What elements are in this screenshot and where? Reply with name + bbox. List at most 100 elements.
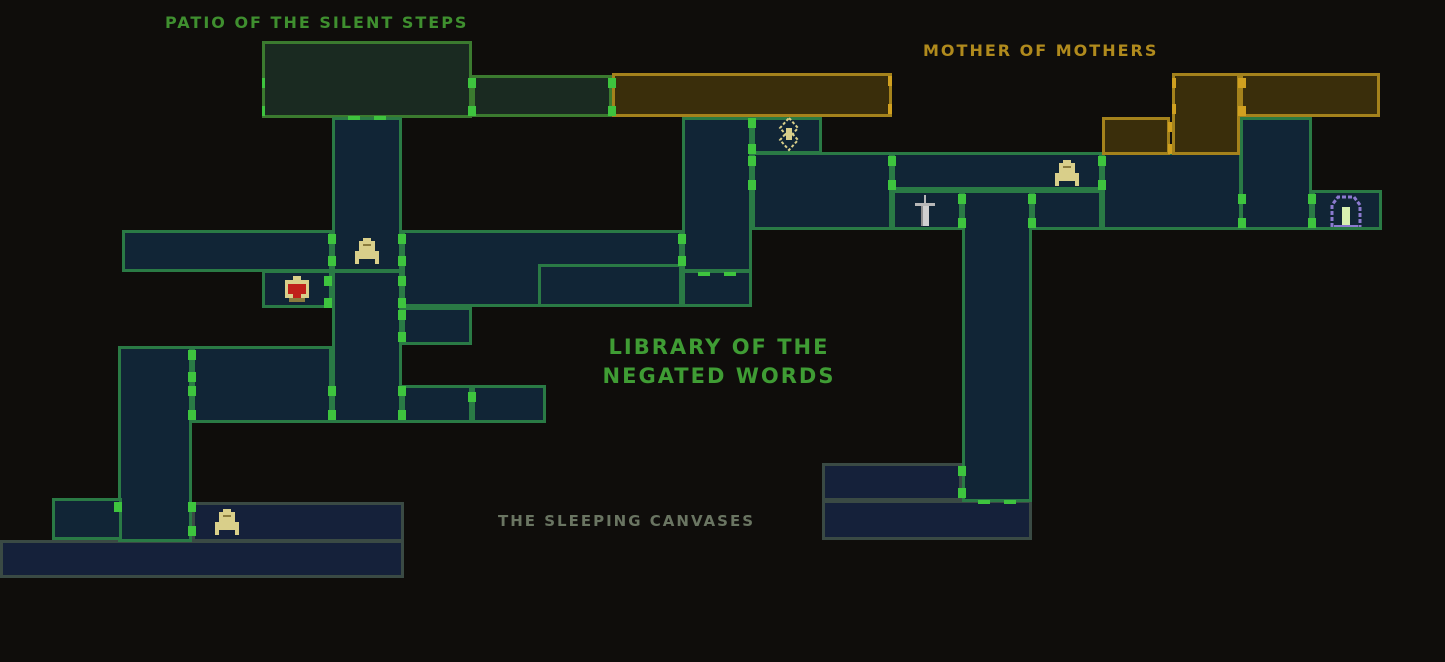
blood-chalice-icon[interactable] <box>285 276 309 302</box>
room-door <box>188 526 196 536</box>
map-room <box>822 500 1032 540</box>
map-room <box>682 117 752 272</box>
room-door <box>1238 218 1246 228</box>
map-room <box>822 463 962 501</box>
room-door <box>1308 194 1316 204</box>
mother-rooms <box>612 73 1380 155</box>
zone-label-library: LIBRARY OF THE NEGATED WORDS <box>590 333 848 391</box>
teleport-portal-icon[interactable] <box>1330 195 1362 227</box>
room-door <box>262 106 265 116</box>
map-room <box>1172 73 1240 155</box>
room-door <box>698 272 710 276</box>
map-room <box>752 152 892 230</box>
room-door <box>1238 194 1246 204</box>
room-door <box>888 156 896 166</box>
room-door <box>398 310 406 320</box>
map-room <box>472 75 612 117</box>
room-door <box>888 180 896 190</box>
map-room <box>192 346 332 423</box>
room-door <box>1028 218 1036 228</box>
prie-dieu-icon[interactable] <box>215 509 239 535</box>
map-room <box>538 264 682 307</box>
room-door <box>398 410 406 420</box>
room-door <box>398 256 406 266</box>
room-door <box>114 502 122 512</box>
room-door <box>324 276 332 286</box>
map-room <box>402 307 472 345</box>
map-room <box>472 385 546 423</box>
room-door <box>398 386 406 396</box>
room-door <box>188 350 196 360</box>
room-door <box>888 76 892 86</box>
room-door <box>1172 104 1176 114</box>
room-door <box>1308 218 1316 228</box>
map-markers <box>215 116 1362 535</box>
room-door <box>398 298 406 308</box>
map-room <box>122 230 332 272</box>
map-room <box>262 41 472 118</box>
map-room <box>1240 117 1312 230</box>
room-door <box>188 410 196 420</box>
map-room <box>612 73 892 117</box>
zone-label-library-line2: NEGATED WORDS <box>602 364 836 388</box>
room-door <box>678 234 686 244</box>
room-door <box>724 272 736 276</box>
room-door <box>1098 180 1106 190</box>
map-room <box>1240 73 1380 117</box>
room-door <box>468 106 476 116</box>
room-door <box>958 194 966 204</box>
map-room <box>962 190 1032 502</box>
zone-label-canvases: THE SLEEPING CANVASES <box>498 512 755 530</box>
room-door <box>398 332 406 342</box>
map-room <box>332 270 402 423</box>
room-door <box>398 276 406 286</box>
room-door <box>958 218 966 228</box>
room-door <box>468 78 476 88</box>
room-door <box>958 466 966 476</box>
map-room <box>402 385 472 423</box>
room-door <box>888 104 892 114</box>
room-door <box>328 234 336 244</box>
room-door <box>188 386 196 396</box>
library-rooms <box>52 117 1382 542</box>
zone-label-library-line1: LIBRARY OF THE <box>608 335 830 359</box>
room-door <box>978 500 990 504</box>
room-door <box>348 116 360 120</box>
room-door <box>374 116 386 120</box>
map-room <box>1102 117 1170 155</box>
prie-dieu-icon[interactable] <box>1055 160 1079 186</box>
prie-dieu-icon[interactable] <box>355 238 379 264</box>
map-room <box>1032 190 1102 230</box>
fast-travel-diamond-icon[interactable] <box>778 116 800 152</box>
room-door <box>1004 500 1016 504</box>
map-room <box>118 346 192 542</box>
room-door <box>328 256 336 266</box>
map-room <box>0 540 404 578</box>
sword-shrine-icon[interactable] <box>915 195 935 226</box>
room-door <box>188 372 196 382</box>
map-room <box>52 498 122 540</box>
room-door <box>328 410 336 420</box>
room-door <box>608 106 616 116</box>
room-door <box>748 144 756 154</box>
room-door <box>468 392 476 402</box>
patio-rooms <box>262 41 612 118</box>
room-doors <box>114 76 1316 536</box>
room-door <box>1238 106 1246 116</box>
room-door <box>748 118 756 128</box>
map-room <box>682 270 752 307</box>
room-door <box>328 386 336 396</box>
room-door <box>398 234 406 244</box>
room-door <box>1168 122 1172 132</box>
room-door <box>608 78 616 88</box>
room-door <box>748 156 756 166</box>
map-room <box>1102 152 1242 230</box>
room-door <box>1172 78 1176 88</box>
room-door <box>748 180 756 190</box>
room-door <box>1238 78 1246 88</box>
room-door <box>324 298 332 308</box>
zone-label-patio: PATIO OF THE SILENT STEPS <box>165 13 469 32</box>
room-door <box>1098 156 1106 166</box>
room-door <box>678 256 686 266</box>
